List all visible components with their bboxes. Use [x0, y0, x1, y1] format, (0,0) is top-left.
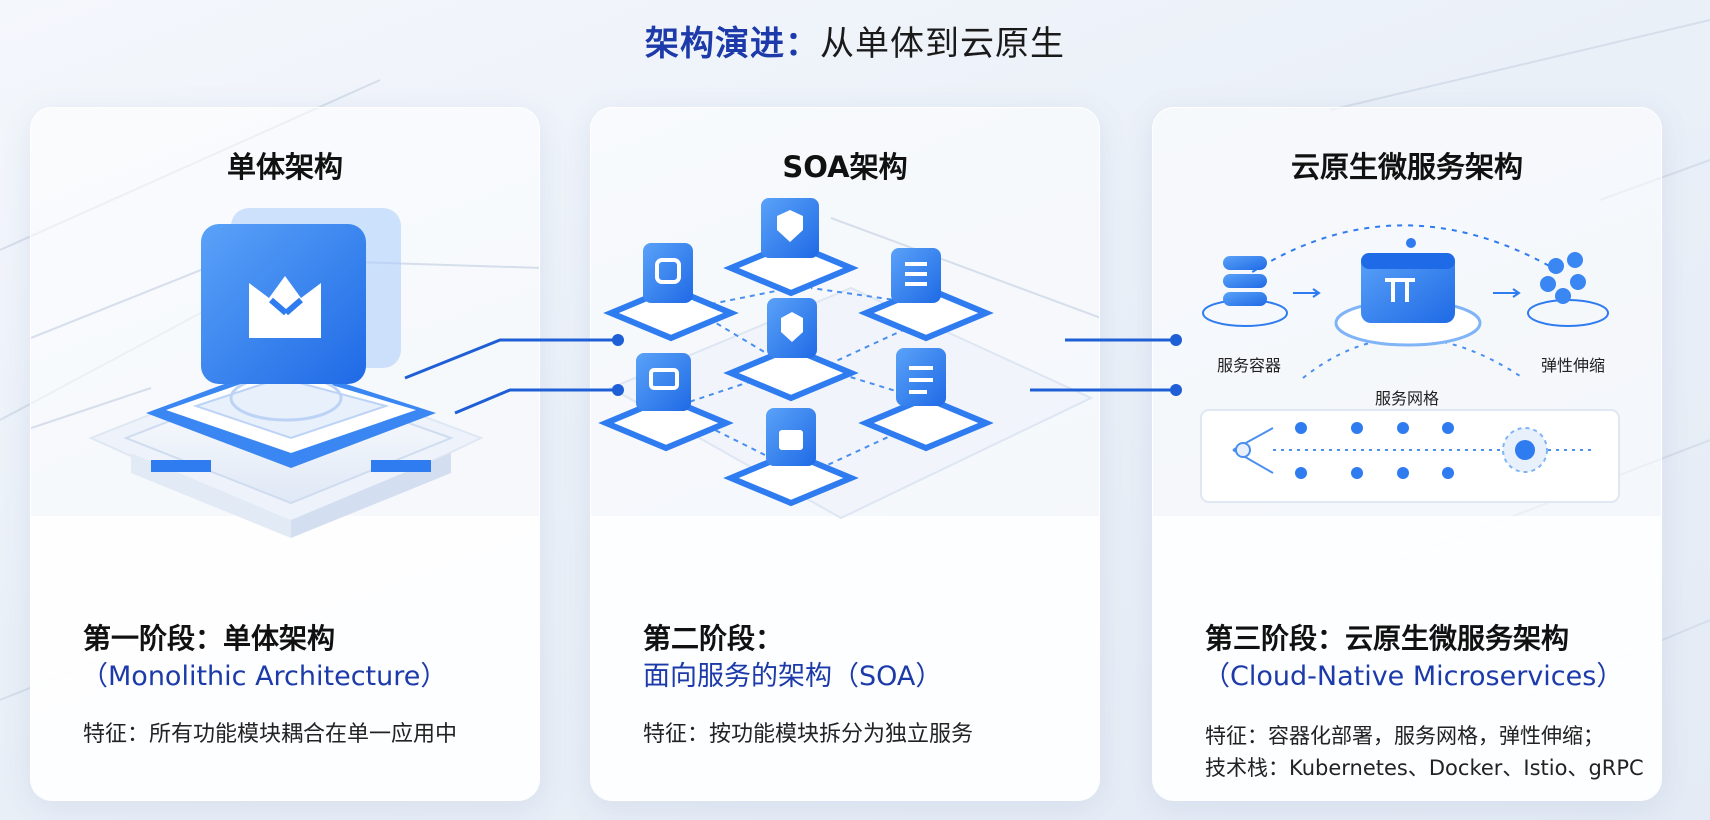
container-icon	[1202, 256, 1288, 327]
container-label: 服务容器	[1217, 356, 1282, 375]
scaling-label: 弹性伸缩	[1541, 356, 1606, 375]
feature-text: 特征：按功能模块拆分为独立服务	[643, 722, 974, 747]
feature-text: 特征：所有功能模块耦合在单一应用中	[83, 722, 458, 747]
card-text-panel	[591, 516, 1099, 800]
stage-title: 第一阶段：单体架构	[83, 622, 336, 655]
feature-text: 特征：容器化部署，服务网格，弹性伸缩；	[1205, 724, 1604, 748]
stage-subtitle: 面向服务的架构（SOA）	[643, 661, 943, 692]
card-text-panel	[1153, 516, 1661, 800]
card-heading: 单体架构	[226, 150, 343, 184]
soa-illustration	[598, 198, 1099, 520]
soa-node-monitor-left	[598, 353, 734, 452]
soa-node-settings-right	[858, 348, 994, 452]
card-cloud-native: 云原生微服务架构	[1152, 107, 1662, 801]
cloud-native-illustration	[1200, 224, 1620, 503]
monolith-illustration	[31, 208, 539, 538]
card-text-panel	[31, 516, 539, 800]
service-mesh-icon	[1334, 253, 1482, 347]
soa-node-shield-top	[723, 198, 859, 297]
connector-soa-to-cloud	[1030, 334, 1182, 396]
soa-node-doc-right	[858, 248, 994, 342]
connector-monolith-to-soa	[404, 334, 624, 415]
stage-subtitle: （Cloud-Native Microservices）	[1203, 661, 1624, 692]
scaling-icon	[1527, 252, 1609, 327]
card-heading: SOA架构	[782, 150, 908, 184]
feature-text: 技术栈：Kubernetes、Docker、Istio、gRPC	[1205, 756, 1644, 780]
stage-subtitle: （Monolithic Architecture）	[81, 661, 448, 692]
card-monolith: 单体架构 第一阶段：单体架构 （Monolithic Architecture）…	[30, 107, 540, 801]
title-rest: 从单体到云原生	[820, 24, 1065, 64]
card-soa: SOA架构	[590, 107, 1100, 801]
stage-title: 第三阶段：云原生微服务架构	[1205, 622, 1570, 655]
title-accent: 架构演进：	[645, 24, 820, 64]
soa-node-center	[723, 298, 859, 402]
page-title: 架构演进：从单体到云原生	[0, 16, 1710, 65]
card-heading: 云原生微服务架构	[1290, 150, 1523, 184]
stage-title: 第二阶段：	[643, 622, 784, 655]
soa-node-cycle-left	[603, 243, 739, 342]
soa-node-bag-bottom	[723, 408, 859, 507]
mesh-label: 服务网格	[1375, 389, 1440, 408]
